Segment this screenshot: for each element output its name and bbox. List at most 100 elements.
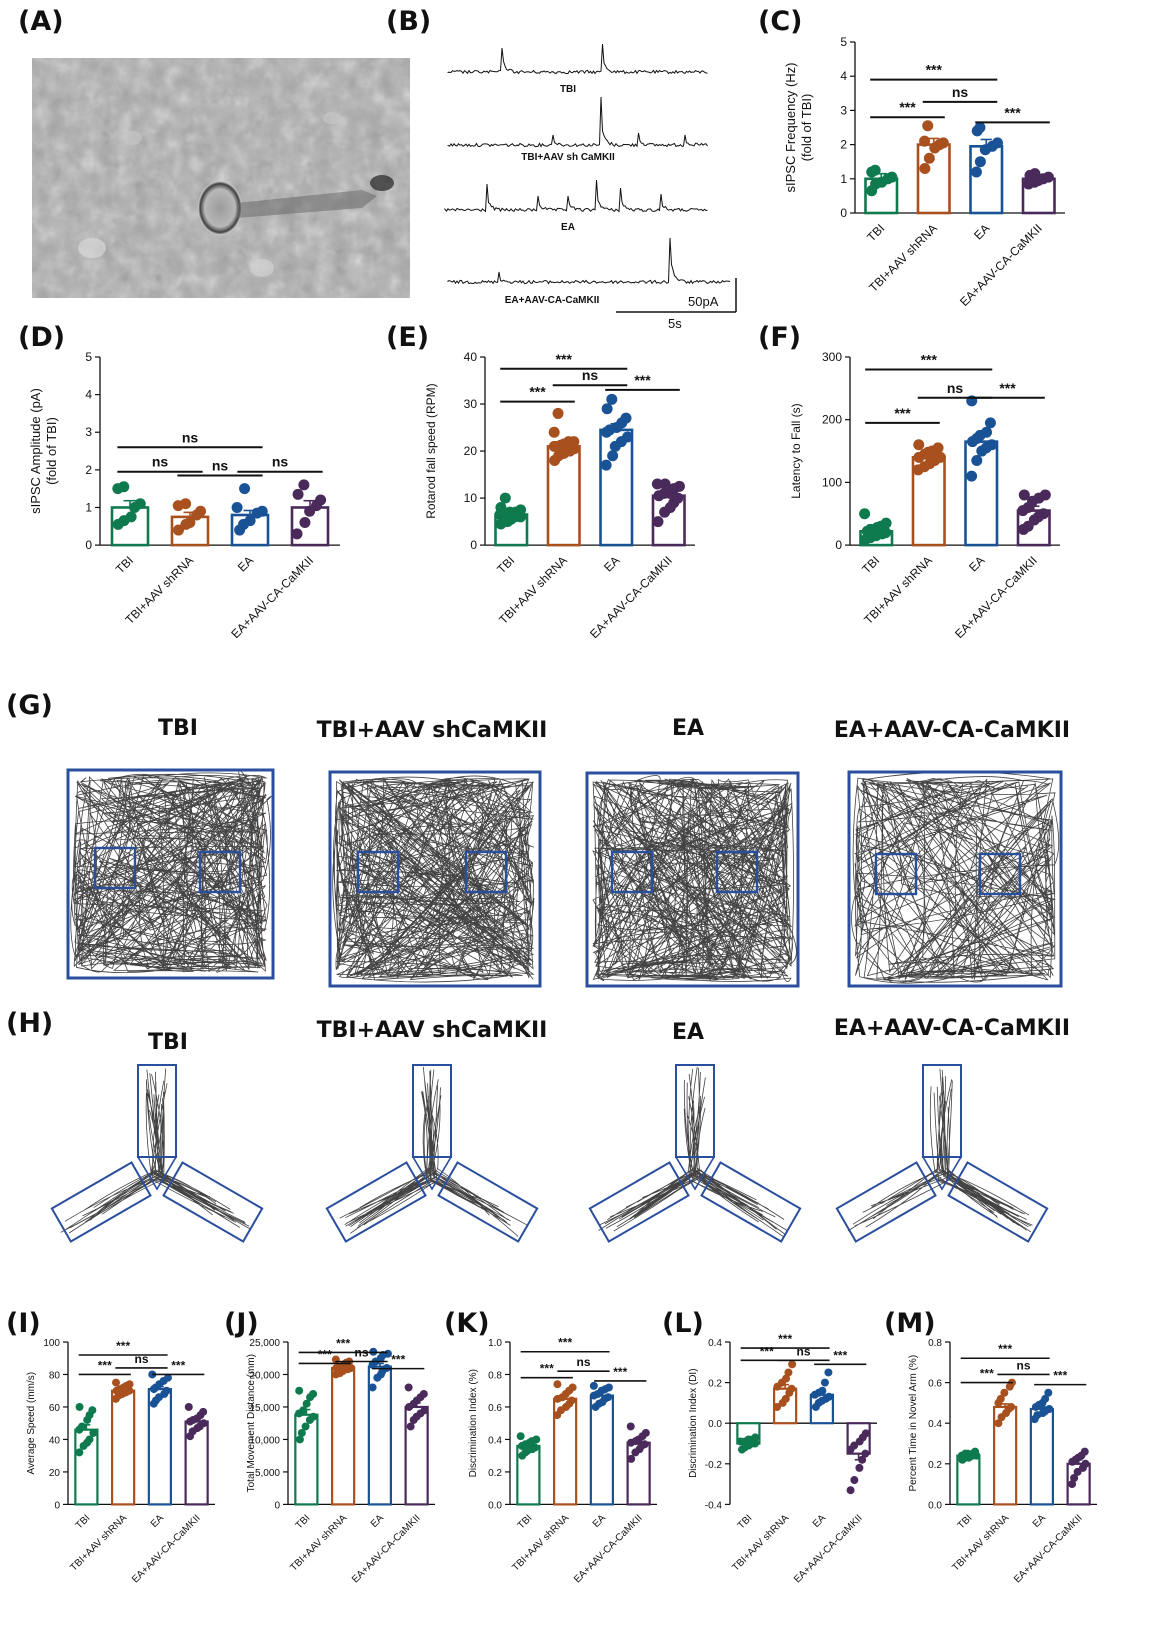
data-point: [970, 166, 982, 178]
sig-label: ***: [894, 405, 911, 421]
y-maze-tracks: [50, 1064, 1049, 1243]
y-tick-label: 25,000: [249, 1338, 280, 1349]
panel-letter-c: (C): [758, 6, 803, 37]
ymaze-3: [835, 1064, 1049, 1243]
arm-zone: [588, 1161, 690, 1243]
scale-label-x: 5s: [668, 316, 682, 330]
data-point: [620, 412, 632, 424]
data-point: [239, 483, 251, 495]
panel-letter-d: (D): [18, 322, 66, 353]
y-tick-label: 0.4: [928, 1419, 942, 1430]
object-zone: [874, 852, 918, 896]
data-point: [163, 1373, 172, 1382]
h-title-tbi: TBI: [148, 1030, 188, 1055]
y-axis-label: Average Speed (mm/s): [26, 1372, 37, 1475]
sig-label: ***: [926, 62, 943, 78]
y-tick-label: 10,000: [249, 1435, 280, 1446]
bar: [1066, 1462, 1091, 1506]
y-tick-label: 0: [54, 1500, 60, 1511]
data-point: [651, 478, 663, 490]
data-point: [331, 1355, 340, 1364]
trace-1: [447, 96, 708, 148]
data-point: [627, 1454, 636, 1463]
sig-label: ***: [116, 1339, 130, 1353]
ymaze-0: [50, 1064, 264, 1243]
arm-zone: [700, 1161, 802, 1243]
arm-zone: [325, 1161, 427, 1243]
data-point: [850, 1476, 859, 1485]
data-point: [368, 1383, 377, 1392]
data-point: [846, 1486, 855, 1495]
object-zone: [610, 850, 654, 894]
data-point: [244, 515, 256, 527]
data-point: [996, 1394, 1005, 1403]
y-axis-label-2: (fold of TBI): [799, 94, 814, 162]
y-tick-label: 1.0: [488, 1338, 502, 1349]
data-point: [295, 1386, 304, 1395]
data-point: [347, 1363, 356, 1372]
data-point: [861, 1449, 870, 1458]
y-tick-label: 0.2: [708, 1379, 722, 1390]
y-tick-label: 2: [840, 138, 847, 152]
data-point: [932, 442, 944, 454]
data-point: [420, 1406, 429, 1415]
data-point: [751, 1433, 760, 1442]
data-point: [974, 122, 986, 133]
data-point: [1044, 1388, 1053, 1397]
data-point: [568, 1383, 577, 1392]
bar: [230, 513, 270, 547]
sig-label: ns: [1016, 1358, 1030, 1372]
data-point: [85, 1435, 94, 1444]
data-point: [315, 494, 327, 506]
sig-label: ***: [833, 1348, 847, 1362]
x-tick-label: TBI: [74, 1513, 93, 1532]
data-point: [567, 1396, 576, 1405]
sig-label: ***: [980, 1367, 994, 1381]
y-tick-label: 40: [49, 1435, 61, 1446]
y-tick-label: 30: [464, 397, 478, 411]
data-point: [937, 137, 949, 149]
arena-0: [66, 768, 275, 980]
data-point: [589, 1381, 598, 1390]
data-point: [607, 450, 619, 462]
x-tick-label: TBI: [516, 1513, 535, 1532]
sig-label: ***: [999, 380, 1016, 396]
y-tick-label: 0.8: [488, 1370, 502, 1381]
x-tick-label: EA: [1031, 1513, 1048, 1530]
data-point: [787, 1384, 796, 1393]
x-tick-label: EA+AAV-CA-CaMKII: [1012, 1513, 1085, 1586]
y-axis-label: sIPSC Frequency (Hz): [783, 62, 798, 192]
sig-label: ***: [613, 1365, 627, 1379]
data-point: [971, 1447, 980, 1456]
data-point: [626, 1422, 635, 1431]
panel-letter-j: (J): [224, 1308, 259, 1339]
data-point: [89, 1428, 98, 1437]
data-point: [162, 1386, 171, 1395]
x-tick-label: EA: [149, 1513, 166, 1530]
y-tick-label: 0: [470, 538, 477, 552]
data-point: [291, 528, 303, 540]
data-point: [199, 1407, 208, 1416]
y-tick-label: 60: [49, 1403, 61, 1414]
data-point: [532, 1435, 541, 1444]
data-point: [553, 1380, 562, 1389]
data-point: [530, 1443, 539, 1452]
panel-letter-l: (L): [662, 1308, 704, 1339]
bar: [170, 515, 210, 547]
trajectory: [332, 775, 535, 983]
y-tick-label: 5: [85, 350, 92, 364]
data-point: [75, 1448, 84, 1457]
object-zone: [715, 850, 759, 894]
sig-label: ns: [182, 429, 199, 445]
trajectory: [70, 769, 272, 974]
data-point: [499, 492, 511, 504]
data-point: [861, 1429, 870, 1438]
y-tick-label: 0.4: [708, 1338, 722, 1349]
data-point: [781, 1394, 790, 1403]
ipsc-traces: TBI TBI+AAV sh CaMKII EA EA+AAV-CA-CaMKI…: [444, 43, 737, 330]
panel-letter-e: (E): [386, 322, 430, 353]
data-point: [606, 393, 618, 405]
